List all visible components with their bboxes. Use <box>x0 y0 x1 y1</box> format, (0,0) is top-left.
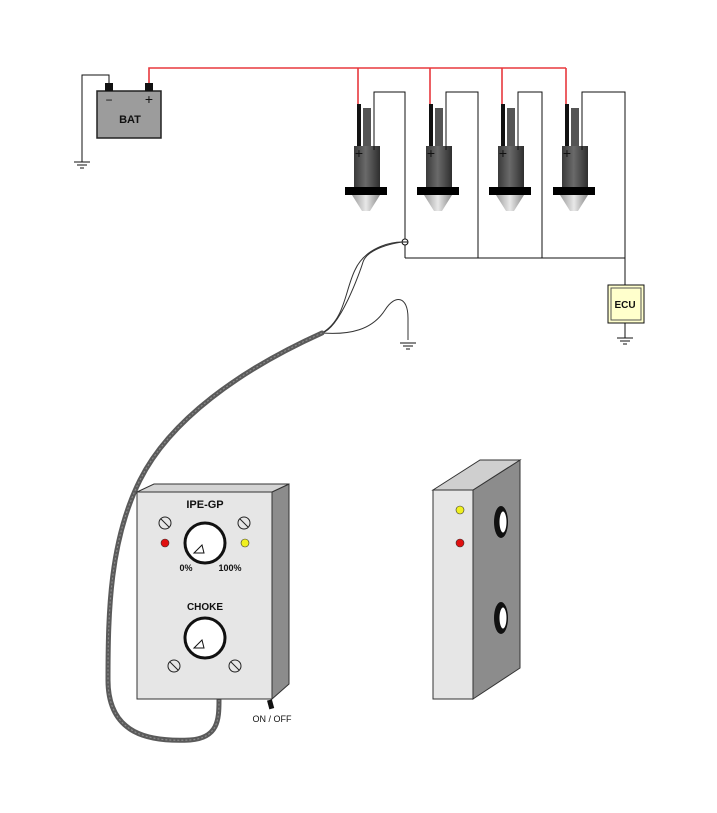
battery-minus-sign: − <box>105 93 112 107</box>
tester-title: IPE-GP <box>186 499 223 511</box>
side-view-led-yellow <box>455 505 465 515</box>
switch-label: ON / OFF <box>253 714 292 724</box>
screw-icon <box>158 516 172 530</box>
battery-ground-wire <box>81 74 110 162</box>
side-view-knob-bottom <box>494 602 508 634</box>
screw-icon <box>228 659 242 673</box>
battery-body <box>96 90 162 139</box>
injector-tester: IPE-GP 0% 100% CHOKE ON / OFF <box>136 483 292 724</box>
battery-positive-post <box>145 83 153 91</box>
led-red-indicator <box>160 538 170 548</box>
ecu-label: ECU <box>614 300 635 311</box>
choke-label: CHOKE <box>187 602 223 613</box>
side-view-side <box>472 459 521 700</box>
injector-control-wires <box>373 91 626 285</box>
screw-icon <box>167 659 181 673</box>
ecu-inner <box>610 287 642 321</box>
battery: − + BAT <box>96 83 162 139</box>
side-view-knob-top <box>494 506 508 538</box>
fuel-injector: + <box>489 104 531 211</box>
test-leads <box>321 241 409 340</box>
ground-symbol-probe <box>400 342 416 350</box>
tester-top <box>136 483 290 493</box>
side-view-led-red <box>455 538 465 548</box>
fuel-injector: + <box>345 104 387 211</box>
tester-side <box>271 483 290 701</box>
probe-clip <box>401 238 409 246</box>
dial-min-label: 0% <box>179 563 192 573</box>
battery-plus-sign: + <box>145 91 153 107</box>
led-yellow-indicator <box>240 538 250 548</box>
ground-symbol-ecu <box>617 323 633 345</box>
injector-terminal-label: + <box>427 145 435 161</box>
battery-label: BAT <box>119 114 141 126</box>
dial-max-label: 100% <box>218 563 241 573</box>
injector-terminal-label: + <box>563 145 571 161</box>
positive-supply-wire <box>148 67 567 104</box>
injector-terminal-label: + <box>499 145 507 161</box>
fuel-injector: + <box>417 104 459 211</box>
ground-symbol-battery <box>74 161 90 169</box>
screw-icon <box>237 516 251 530</box>
fuel-injector: + <box>553 104 595 211</box>
tester-cable-highlight <box>107 332 323 741</box>
ecu: ECU <box>607 284 645 324</box>
power-switch[interactable] <box>267 699 275 710</box>
injector-terminal-label: + <box>355 145 363 161</box>
battery-negative-post <box>105 83 113 91</box>
side-view-face <box>432 489 474 700</box>
injector-tester-side-view <box>431 459 522 700</box>
injector-bank: + + + + <box>345 104 595 211</box>
choke-knob[interactable] <box>183 616 227 660</box>
duty-cycle-knob[interactable] <box>183 521 227 565</box>
